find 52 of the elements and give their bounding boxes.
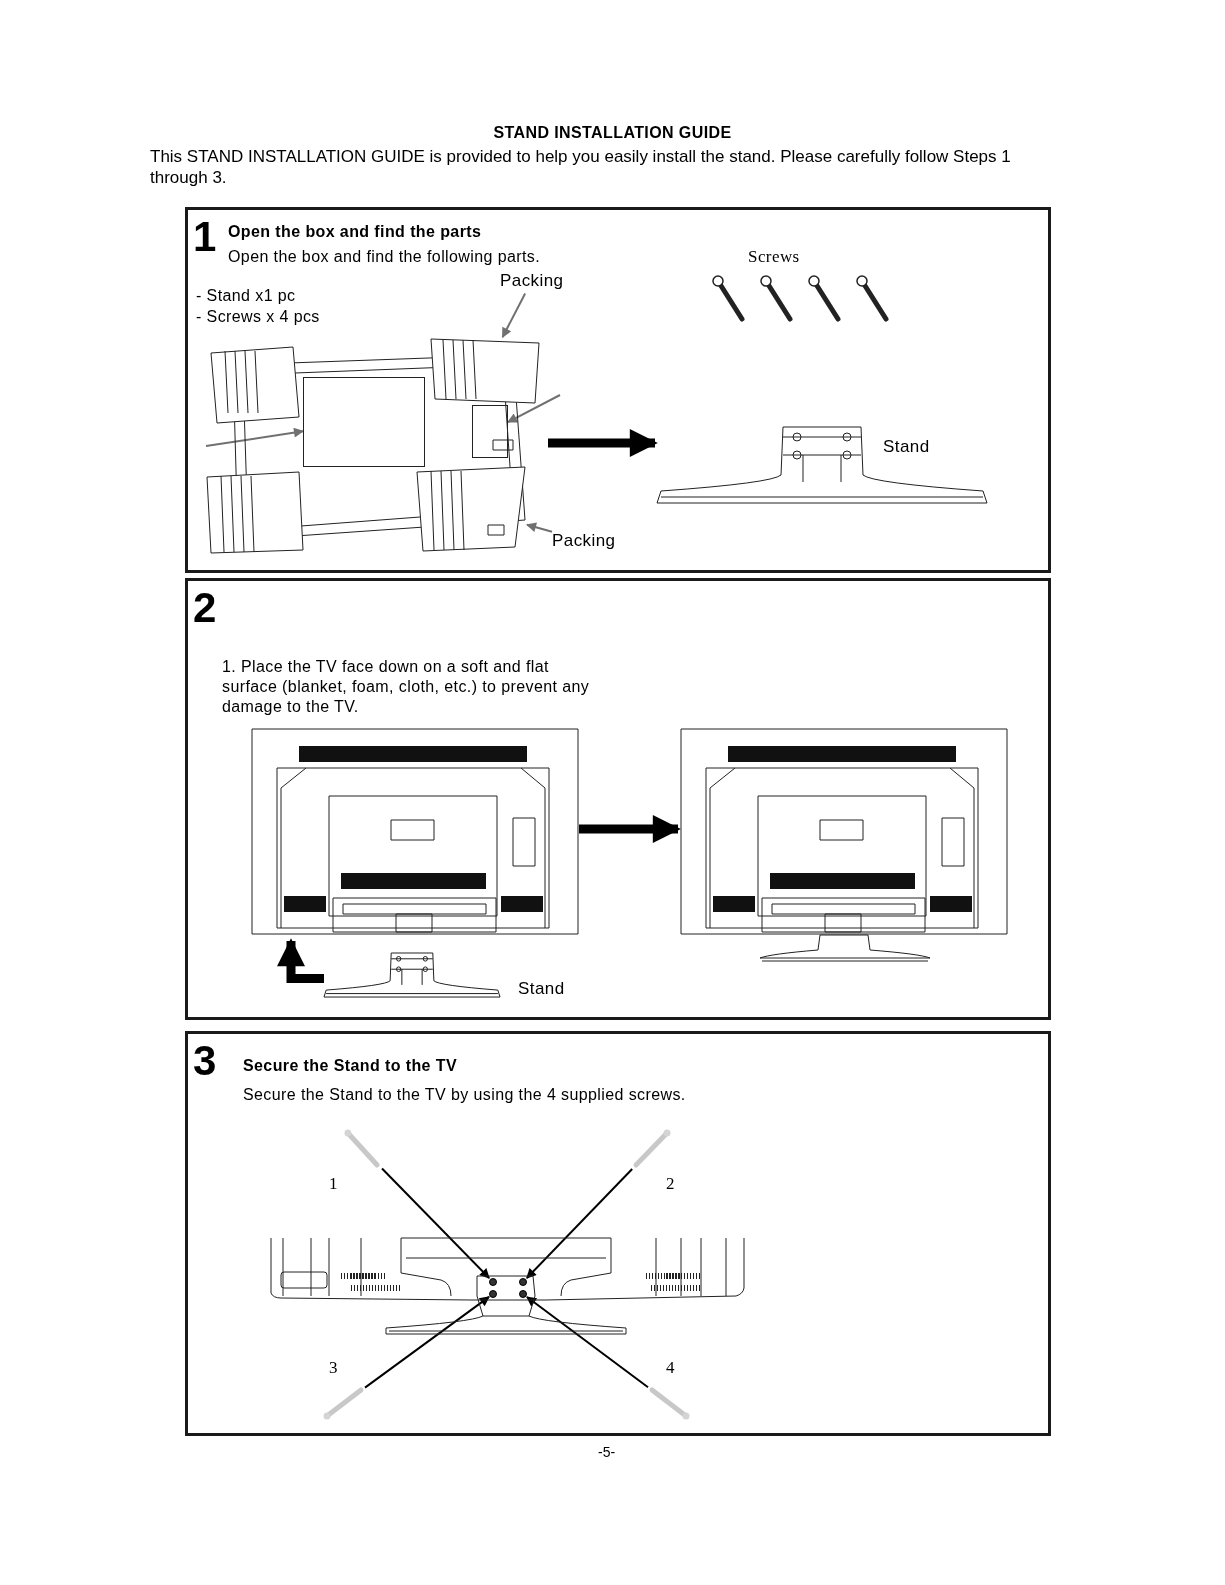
callout-number: 1: [329, 1173, 338, 1195]
arrow: [525, 1168, 634, 1279]
arrow: [381, 1167, 491, 1279]
part-label: Screws: [748, 246, 800, 268]
callout-number: 4: [666, 1357, 675, 1379]
packing-block: [415, 465, 527, 553]
callout-number: 3: [329, 1357, 338, 1379]
screw-hole: [489, 1290, 497, 1298]
leader-line: [205, 427, 304, 447]
list-item: - Stand x1 pc: [196, 286, 296, 306]
tv-with-stand-drawing: [680, 728, 1010, 963]
step-panel: [185, 578, 1051, 1020]
screw-drawing: [344, 1129, 382, 1169]
part-label: Stand: [518, 978, 565, 1000]
step-panel: [185, 1031, 1051, 1436]
page-title: STAND INSTALLATION GUIDE: [492, 123, 733, 143]
part-label: Packing: [552, 528, 616, 554]
arrow: [364, 1295, 490, 1389]
leader-line: [507, 394, 561, 424]
screw-drawing: [632, 1129, 671, 1169]
part-label: Packing: [500, 268, 564, 294]
arrow: [501, 292, 527, 338]
list-item: - Screws x 4 pcs: [196, 307, 320, 327]
instruction-text: 1. Place the TV face down on a soft and flat surface (blanket, foam, cloth, etc.) to prevent any damage to the TV.: [222, 657, 591, 717]
screw-hole: [519, 1278, 527, 1286]
page-number: -5-: [598, 1443, 616, 1462]
instruction-text: Secure the Stand to the TV by using the 4 supplied screws.: [243, 1085, 686, 1105]
arrow: [277, 938, 324, 983]
arrow: [579, 815, 681, 843]
packing-block: [429, 337, 541, 405]
packing-block: [205, 470, 305, 555]
instruction-text: Open the box and find the following parts.: [228, 247, 541, 267]
arrow: [526, 1296, 649, 1389]
packing-block: [207, 343, 301, 425]
step-number: 3: [193, 1040, 217, 1082]
tv-outline: [303, 377, 425, 467]
screw-hole: [519, 1290, 527, 1298]
arrow: [548, 429, 658, 457]
step-heading: Open the box and find the parts: [228, 222, 482, 242]
step-number: 2: [193, 587, 217, 629]
arrow: [526, 522, 553, 533]
step-heading: Secure the Stand to the TV: [243, 1056, 457, 1076]
stand-outline: [472, 405, 508, 458]
part-label: Stand: [883, 436, 930, 458]
step-number: 1: [193, 216, 217, 258]
screw-drawing: [323, 1386, 365, 1420]
screw-hole: [489, 1278, 497, 1286]
callout-number: 2: [666, 1173, 675, 1195]
tv-back-drawing: [251, 728, 579, 938]
intro-text: This STAND INSTALLATION GUIDE is provided to help you easily install the stand. Please carefully follow Steps 1 through 3.: [150, 146, 1012, 188]
screw-drawing: [648, 1386, 690, 1420]
step-panel: [185, 207, 1051, 573]
